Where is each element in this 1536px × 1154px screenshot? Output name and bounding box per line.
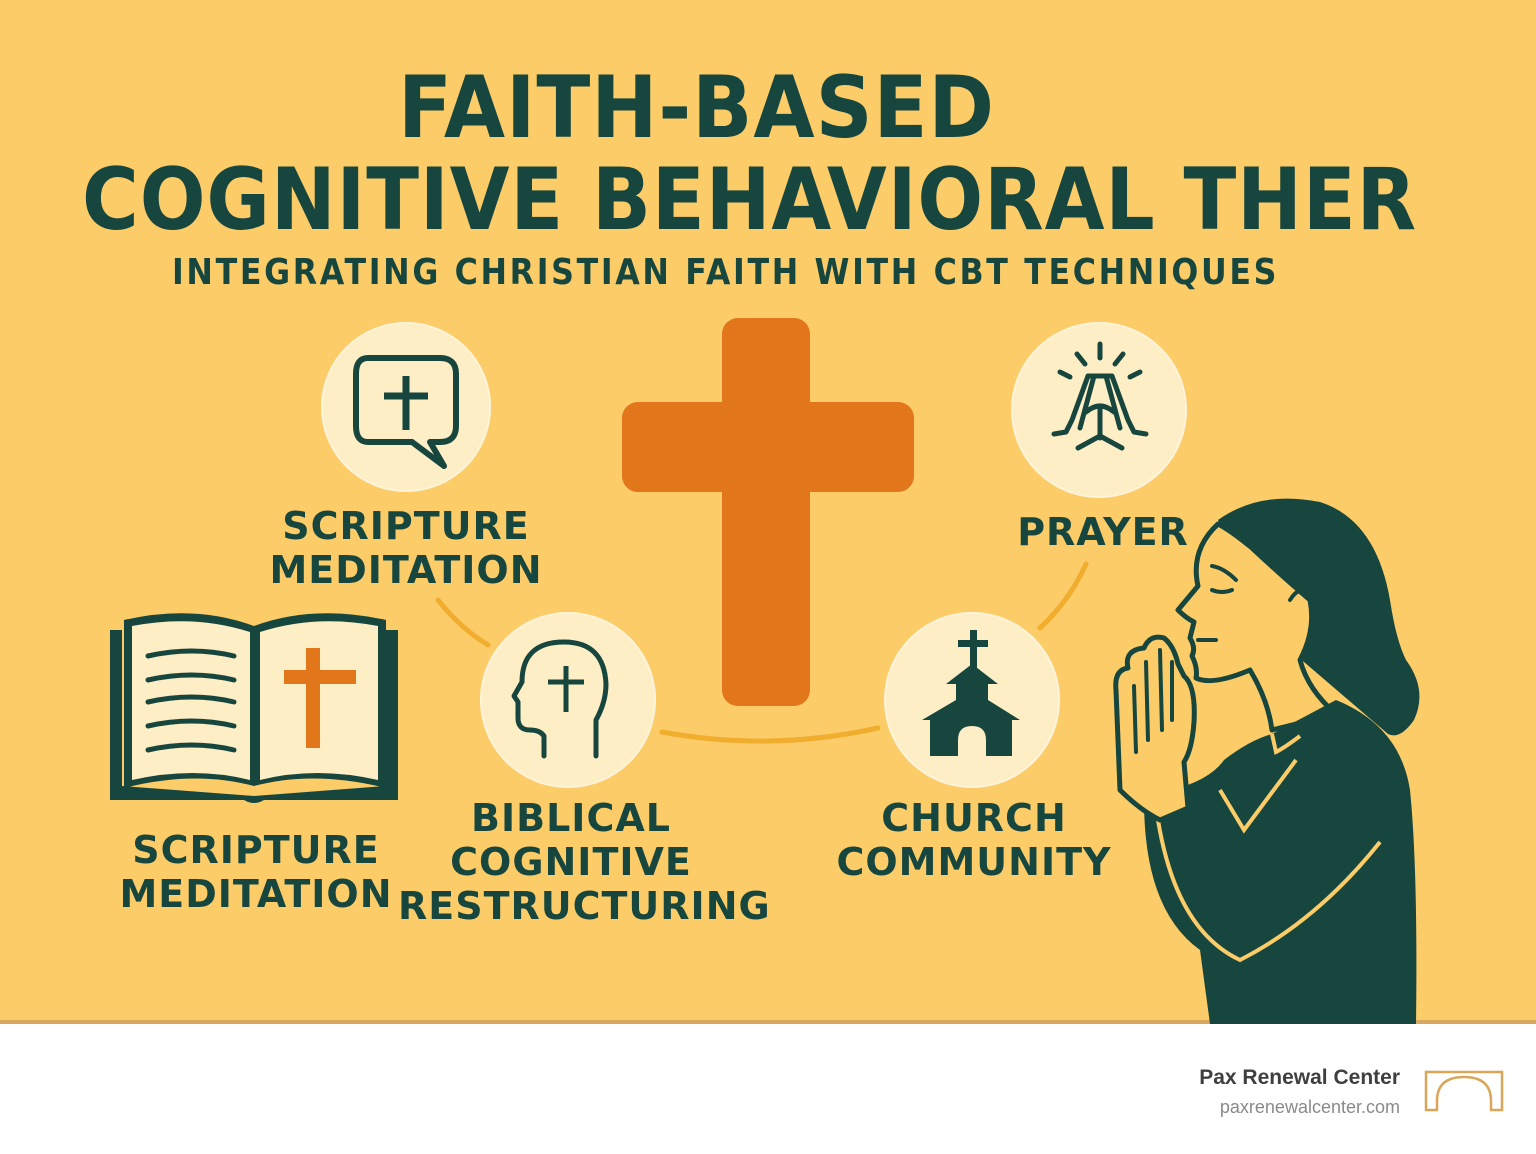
cross-icon	[622, 318, 914, 706]
praying-hands-icon	[1051, 341, 1149, 451]
head-cross-icon	[511, 639, 609, 759]
biblical-cognitive-restructuring-label: BIBLICAL COGNITIVE RESTRUCTURING	[398, 796, 771, 928]
brand-url: paxrenewalcenter.com	[1219, 1097, 1400, 1117]
infographic-poster: FAITH-BASED COGNITIVE BEHAVIORAL THER IN…	[0, 0, 1536, 1024]
speech-bubble-cross-icon	[353, 355, 459, 469]
footer-brand: Pax Renewal Center paxrenewalcenter.com	[1199, 1064, 1400, 1122]
woman-praying-illustration	[1113, 498, 1420, 1024]
brand-name: Pax Renewal Center	[1199, 1066, 1400, 1089]
church-icon	[922, 630, 1020, 756]
title-line-1: FAITH-BASED	[398, 58, 996, 158]
arch-logo-icon	[1424, 1070, 1504, 1112]
scripture-meditation-top-label: SCRIPTURE MEDITATION	[269, 504, 543, 592]
title-line-2: COGNITIVE BEHAVIORAL THER	[82, 150, 1418, 250]
open-bible-icon	[110, 613, 398, 803]
connector-arcs	[435, 561, 1089, 744]
prayer-label: PRAYER	[1017, 510, 1189, 554]
subtitle: INTEGRATING CHRISTIAN FAITH WITH CBT TEC…	[172, 252, 1280, 293]
church-community-label: CHURCH COMMUNITY	[836, 796, 1112, 884]
scripture-meditation-book-label: SCRIPTURE MEDITATION	[119, 828, 393, 916]
